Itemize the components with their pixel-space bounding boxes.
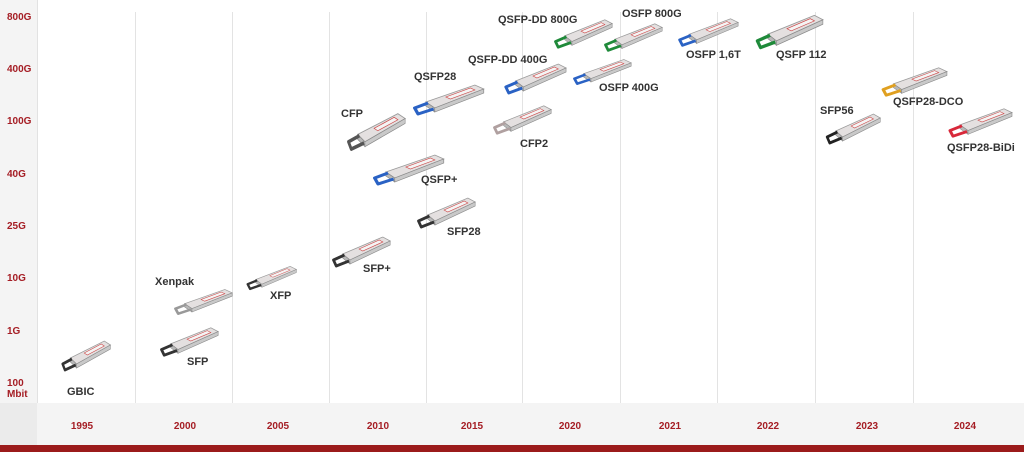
qsfp-dd-400g-module-image	[500, 61, 568, 97]
gbic-module-image	[58, 338, 112, 374]
qsfp28-module-image	[408, 82, 486, 118]
xfp-label: XFP	[270, 290, 292, 302]
year-2024: 2024	[953, 421, 977, 432]
sfp-label: SFP	[187, 356, 209, 368]
grid-line	[913, 12, 914, 403]
transceiver-icon	[347, 113, 407, 151]
sfp28-label: SFP28	[447, 226, 481, 238]
sfp56-module-image	[822, 111, 882, 147]
y-label-1g: 1G	[7, 326, 21, 337]
qsfp-dd-400g-label: QSFP-DD 400G	[468, 54, 548, 66]
qsfp-dd-800g-module-image	[550, 17, 614, 51]
qsfp28-bidi-module-image	[944, 106, 1014, 140]
grid-line	[522, 12, 523, 403]
y-label-800g: 800G	[7, 12, 32, 23]
sfp28-module-image	[413, 195, 477, 231]
grid-line	[329, 12, 330, 403]
transceiver-icon	[332, 236, 392, 268]
y-label-40g: 40G	[7, 169, 26, 180]
transceiver-icon	[373, 154, 445, 186]
qsfp28-dco-module-image	[877, 65, 949, 99]
year-2023: 2023	[855, 421, 879, 432]
transceiver-icon	[881, 67, 948, 97]
osfp-800g-label: OSFP 800G	[622, 8, 682, 20]
year-2000: 2000	[173, 421, 197, 432]
osfp-800g-module-image	[600, 21, 664, 54]
transceiver-icon	[413, 84, 485, 116]
bottom-bar	[0, 445, 1024, 452]
transceiver-icon	[948, 108, 1013, 138]
y-label-10g: 10G	[7, 273, 26, 284]
cfp2-label: CFP2	[520, 138, 549, 150]
xenpak-label: Xenpak	[155, 276, 195, 288]
year-band	[0, 403, 1024, 445]
cfp2-module-image	[489, 103, 553, 137]
osfp-400g-module-image	[569, 57, 633, 87]
y-axis	[0, 0, 38, 403]
grid-line	[815, 12, 816, 403]
sfp-module-image	[156, 325, 220, 359]
osfp-400g-label: OSFP 400G	[599, 82, 659, 94]
cfp-label: CFP	[341, 108, 363, 120]
qsfp-plus-module-image	[368, 152, 446, 188]
year-2005: 2005	[266, 421, 290, 432]
transceiver-icon	[246, 265, 298, 291]
y-label-400g: 400G	[7, 64, 32, 75]
transceiver-icon	[160, 327, 220, 357]
sfp-plus-module-image	[328, 234, 392, 270]
transceiver-icon	[61, 340, 112, 372]
qsfp-112-label: QSFP 112	[776, 49, 827, 61]
qsfp-dd-800g-label: QSFP-DD 800G	[498, 14, 578, 26]
transceiver-icon	[174, 289, 234, 315]
transceiver-icon	[504, 63, 567, 95]
qsfp28-bidi-label: QSFP28-BiDi	[947, 142, 1015, 154]
grid-line	[620, 12, 621, 403]
transceiver-icon	[573, 59, 633, 85]
transceiver-icon	[417, 197, 477, 229]
year-1995: 1995	[70, 421, 94, 432]
y-label-100mbit: 100 Mbit	[7, 378, 28, 400]
year-2022: 2022	[756, 421, 780, 432]
qsfp-plus-label: QSFP+	[421, 174, 458, 186]
grid-line	[426, 12, 427, 403]
osfp-1-6t-label: OSFP 1,6T	[686, 49, 741, 61]
transceiver-icon	[493, 105, 553, 135]
transceiver-icon	[825, 113, 882, 145]
year-2010: 2010	[366, 421, 390, 432]
transceiver-icon	[755, 14, 824, 50]
transceiver-icon	[678, 18, 740, 47]
y-label-25g: 25G	[7, 221, 26, 232]
qsfp-112-module-image	[751, 12, 825, 52]
year-band-corner	[0, 403, 37, 445]
sfp-plus-label: SFP+	[363, 263, 391, 275]
transceiver-icon	[604, 23, 664, 52]
xfp-module-image	[243, 264, 298, 292]
gbic-label: GBIC	[67, 386, 95, 398]
year-2021: 2021	[658, 421, 682, 432]
year-2015: 2015	[460, 421, 484, 432]
grid-line	[717, 12, 718, 403]
year-2020: 2020	[558, 421, 582, 432]
sfp56-label: SFP56	[820, 105, 854, 117]
qsfp28-label: QSFP28	[414, 71, 457, 83]
transceiver-icon	[554, 19, 614, 49]
xenpak-module-image	[170, 287, 234, 317]
y-label-100g: 100G	[7, 116, 32, 127]
qsfp28-dco-label: QSFP28-DCO	[893, 96, 964, 108]
osfp-1-6t-module-image	[674, 16, 740, 49]
grid-line	[232, 12, 233, 403]
cfp-module-image	[343, 110, 407, 154]
grid-line	[135, 12, 136, 403]
